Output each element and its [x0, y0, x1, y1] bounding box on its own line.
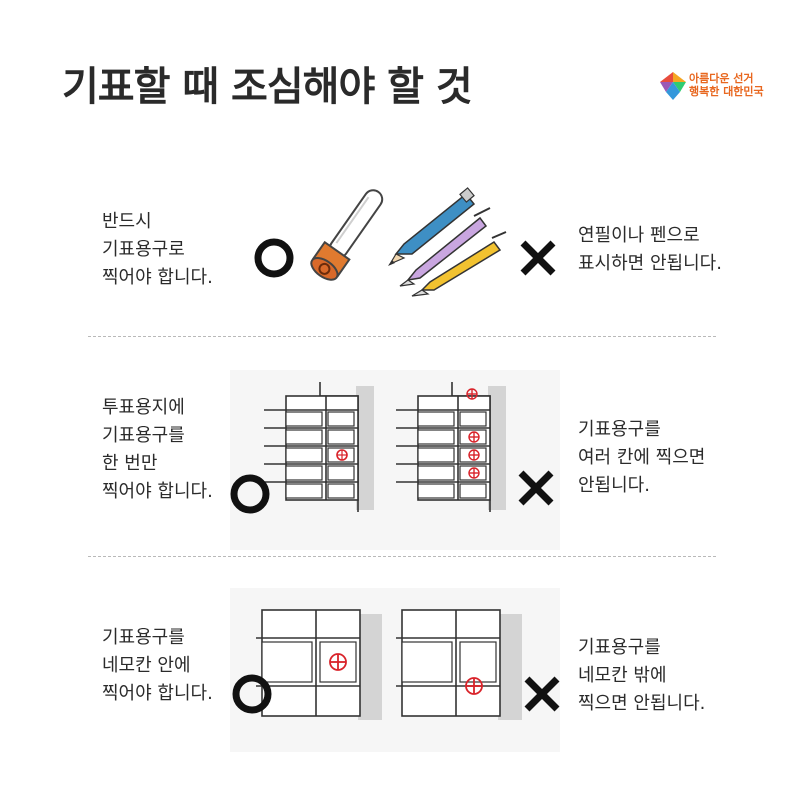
ballot-inside-box-illustration: [256, 609, 382, 720]
pencil-and-pens-illustration: [388, 187, 507, 297]
logo: 아름다운 선거 행복한 대한민국: [660, 70, 770, 106]
page-title: 기표할 때 조심해야 할 것: [62, 64, 473, 110]
wrong-x-icon: [518, 470, 554, 506]
wrong-x-icon: [520, 240, 556, 276]
stamp-tool-illustration: [310, 189, 384, 281]
section-divider: [88, 556, 716, 557]
logo-line1: 아름다운 선거: [689, 72, 754, 85]
stamp-mark-icon: [465, 677, 483, 695]
section-stamp-tool: 반드시 기표용구로 찍어야 합니다.: [0, 150, 800, 330]
correct-circle-icon: [232, 674, 272, 714]
colorful-tangram-icon: [660, 72, 686, 100]
stamp-mark-icon: [336, 449, 348, 461]
stamp-mark-icon: [329, 653, 347, 671]
logo-line2: 행복한 대한민국: [689, 85, 764, 98]
section-inside-box: 기표용구를 네모칸 안에 찍어야 합니다.: [0, 562, 800, 752]
logo-text: 아름다운 선거 행복한 대한민국: [689, 72, 764, 98]
bad-instruction-text: 기표용구를 여러 칸에 찍으면 안됩니다.: [578, 419, 706, 496]
bad-instruction-text: 연필이나 펜으로 표시하면 안됩니다.: [578, 225, 722, 274]
bad-instruction-text: 기표용구를 네모칸 밖에 찍으면 안됩니다.: [578, 637, 706, 714]
section-divider: [88, 336, 716, 337]
ballot-single-stamp-illustration: [264, 382, 374, 512]
good-instruction-text: 투표용지에 기표용구를 한 번만 찍어야 합니다.: [102, 397, 213, 502]
section-single-stamp: 투표용지에 기표용구를 한 번만 찍어야 합니다.: [0, 340, 800, 550]
good-instruction-text: 기표용구를 네모칸 안에 찍어야 합니다.: [102, 627, 213, 704]
ballot-outside-box-illustration: [396, 609, 522, 720]
correct-circle-icon: [254, 238, 294, 278]
wrong-x-icon: [524, 676, 560, 712]
stamp-mark-icon: [466, 388, 480, 479]
good-instruction-text: 반드시 기표용구로 찍어야 합니다.: [102, 211, 213, 288]
correct-circle-icon: [230, 474, 270, 514]
ballot-multiple-stamps-illustration: [396, 382, 506, 512]
